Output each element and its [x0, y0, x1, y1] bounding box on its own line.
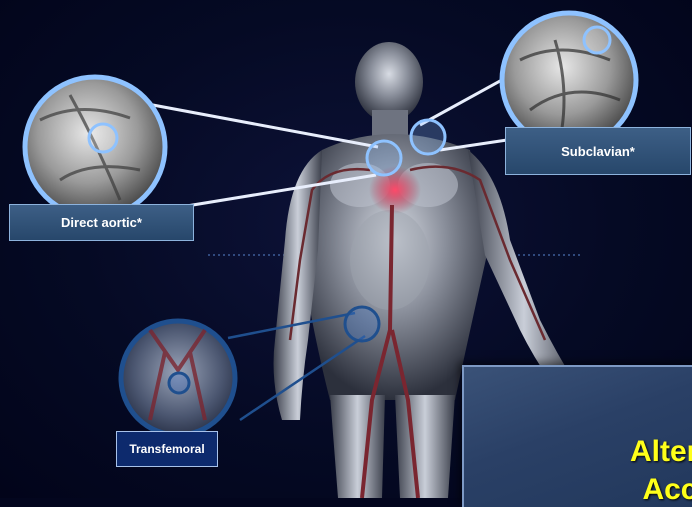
- transfemoral-label: Transfemoral: [116, 431, 218, 467]
- direct-aortic-marker: [367, 141, 401, 175]
- alternate-access-title: Alternate Access: [485, 433, 692, 507]
- alternate-access-panel: Alternate Access: [462, 365, 692, 507]
- subclavian-marker: [411, 120, 445, 154]
- direct-aortic-label: Direct aortic*: [9, 204, 194, 241]
- transfemoral-marker: [345, 307, 379, 341]
- direct-aortic-zoom-icon: [25, 77, 165, 217]
- subclavian-label: Subclavian*: [505, 127, 691, 175]
- transfemoral-zoom-icon: [121, 321, 235, 435]
